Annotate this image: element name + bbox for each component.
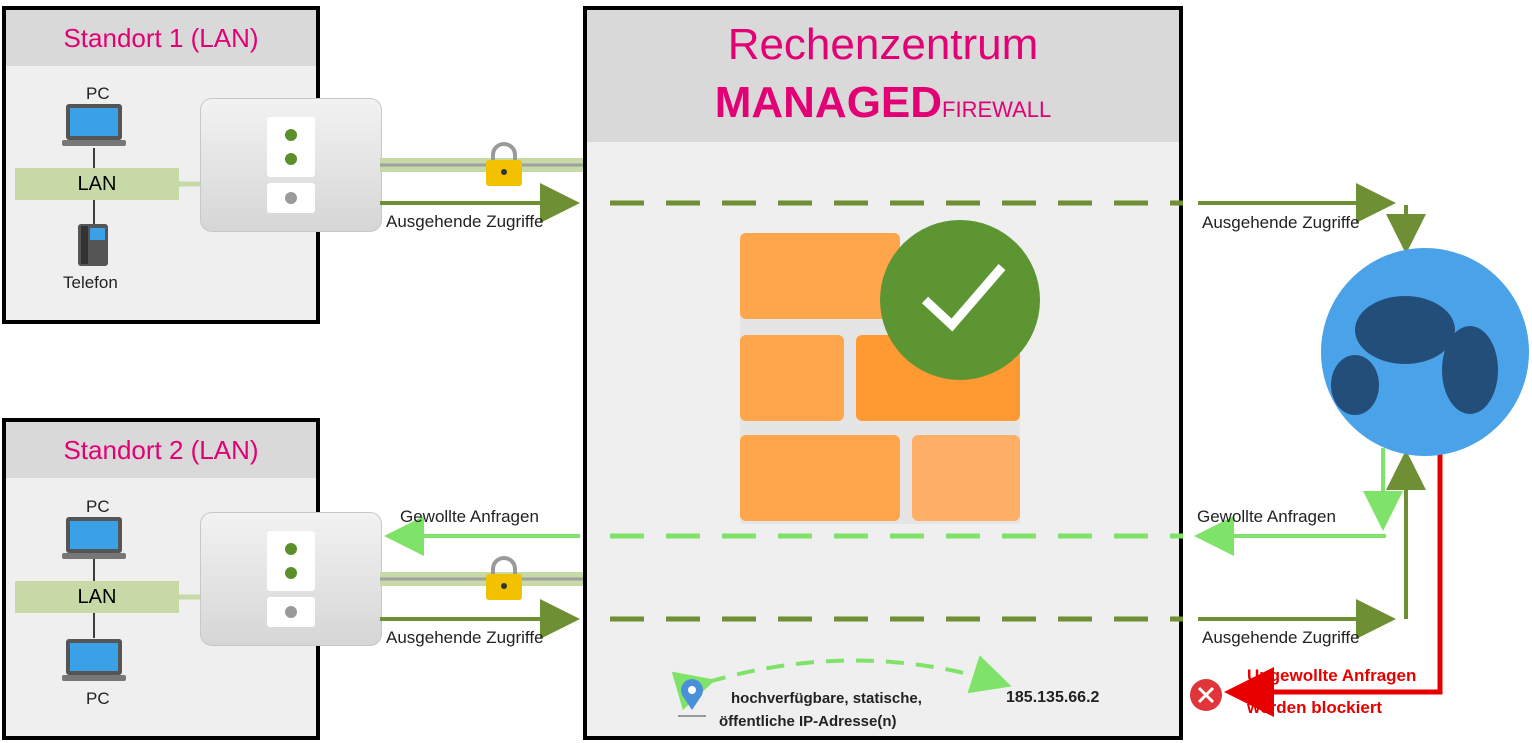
site-2-outgoing-label: Ausgehende Zugriffe <box>386 628 544 647</box>
site-2-pc-top-label: PC <box>86 497 110 516</box>
unwanted-label-line1: Ungewollte Anfragen <box>1247 666 1417 685</box>
datacenter-header: Rechenzentrum MANAGEDFIREWALL <box>587 10 1179 142</box>
lock-icon <box>486 556 522 600</box>
globe-icon <box>1321 248 1529 456</box>
datacenter-title: Rechenzentrum <box>727 20 1039 69</box>
site-1-lan-bar: LAN <box>15 168 179 200</box>
laptop-icon <box>62 517 126 559</box>
internet-wanted-label: Gewollte Anfragen <box>1197 507 1336 526</box>
site-2-router <box>200 512 382 646</box>
unwanted-label-line2: werden blockiert <box>1247 698 1383 717</box>
datacenter-subtitle: MANAGEDFIREWALL <box>587 78 1179 128</box>
firewall-icon <box>740 233 1020 524</box>
site-1-outgoing-label: Ausgehende Zugriffe <box>386 212 544 231</box>
site-1-pc-label: PC <box>86 84 110 103</box>
ip-description-line1: hochverfügbare, statische, <box>731 690 922 707</box>
site-2-title: Standort 2 (LAN) <box>6 422 316 478</box>
internet-outgoing-bottom-label: Ausgehende Zugriffe <box>1202 628 1360 647</box>
lock-icon <box>486 142 522 186</box>
ip-address: 185.135.66.2 <box>1006 689 1100 706</box>
checkmark-icon <box>880 220 1040 380</box>
laptop-icon <box>62 104 126 146</box>
site-2-pc-bottom-label: PC <box>86 689 110 708</box>
laptop-icon <box>62 639 126 681</box>
site-2-wanted-label: Gewollte Anfragen <box>400 507 539 526</box>
site-1-phone-label: Telefon <box>63 273 118 292</box>
location-pin-icon <box>678 679 706 717</box>
datacenter-subtitle-small: FIREWALL <box>942 97 1052 122</box>
blocked-icon <box>1190 679 1222 711</box>
ip-description-line2: öffentliche IP-Adresse(n) <box>719 713 897 730</box>
datacenter-subtitle-main: MANAGED <box>714 78 943 127</box>
site-2-lan-bar: LAN <box>15 581 179 613</box>
phone-icon <box>78 224 108 266</box>
internet-outgoing-top-label: Ausgehende Zugriffe <box>1202 213 1360 232</box>
site-1-title: Standort 1 (LAN) <box>6 10 316 66</box>
